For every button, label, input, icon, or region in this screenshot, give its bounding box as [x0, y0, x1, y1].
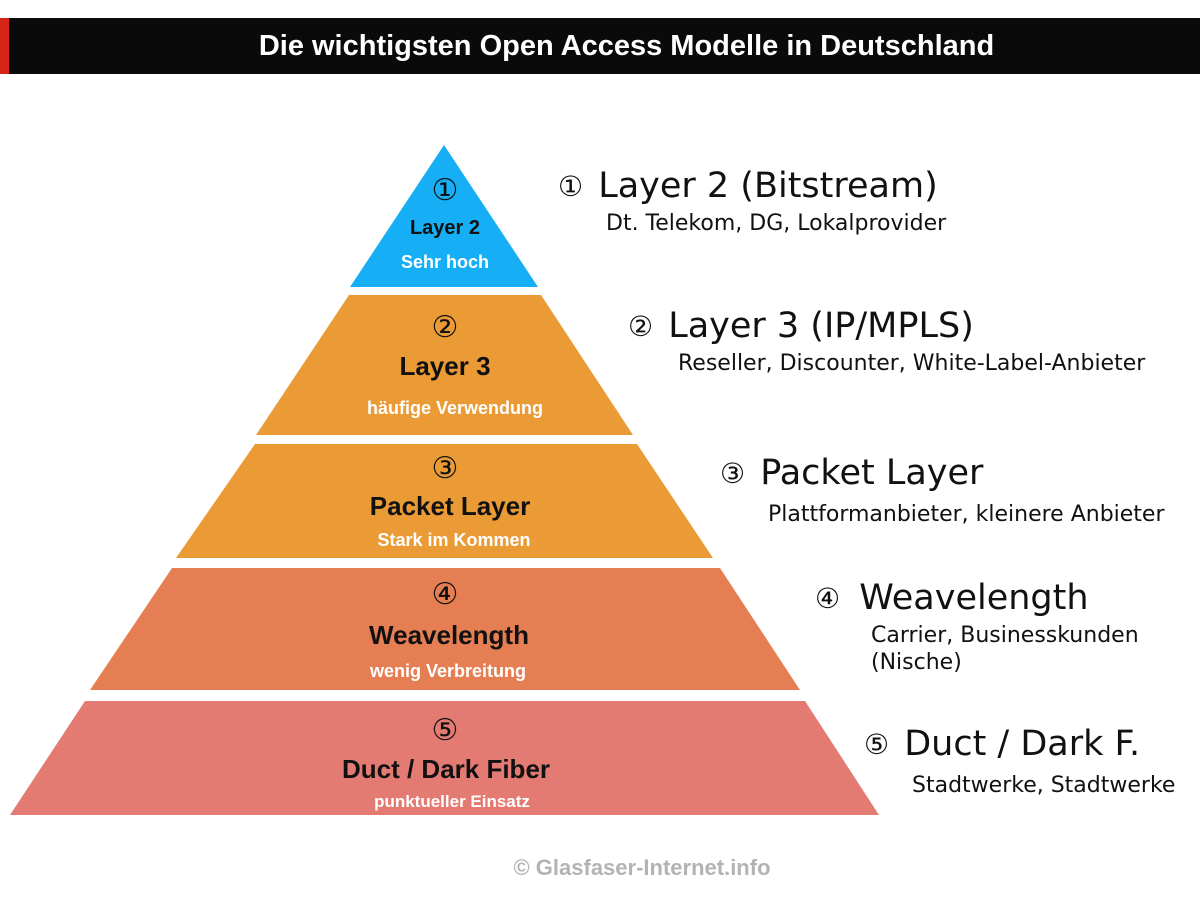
legend-3-description: Plattformanbieter, kleinere Anbieter [768, 502, 1165, 527]
title-bar: Die wichtigsten Open Access Modelle in D… [0, 18, 1200, 74]
legend-5-description: Stadtwerke, Stadtwerke [912, 773, 1176, 798]
legend-1-heading: Layer 2 (Bitstream) [598, 166, 938, 206]
level-2-title: Layer 3 [399, 351, 491, 381]
page-title: Die wichtigsten Open Access Modelle in D… [258, 30, 995, 62]
pyramid-level-4 [90, 568, 800, 690]
legend-item-2: ② Layer 3 (IP/MPLS) Reseller, Discounter… [628, 306, 1145, 377]
legend-2-description: Reseller, Discounter, White-Label-Anbiet… [678, 351, 1146, 376]
legend-2-heading: Layer 3 (IP/MPLS) [668, 306, 974, 346]
level-1-title: Layer 2 [409, 217, 481, 239]
legend-5-number: ⑤ [864, 727, 890, 761]
level-5-subtitle: punktueller Einsatz [374, 792, 530, 811]
copyright-footer: © Glasfaser-Internet.info [513, 855, 771, 880]
level-1-number: ① [431, 173, 459, 208]
level-2-number: ② [431, 310, 459, 345]
level-1-subtitle: Sehr hoch [400, 252, 490, 272]
legend-4-description-line-1: Carrier, Businesskunden [871, 623, 1139, 648]
title-accent-stripe [0, 18, 9, 74]
legend-3-heading: Packet Layer [760, 453, 984, 493]
pyramid-level-5 [10, 701, 879, 815]
legend-2-number: ② [628, 309, 654, 343]
legend-1-description: Dt. Telekom, DG, Lokalprovider [606, 211, 947, 236]
legend-4-number: ④ [815, 581, 841, 615]
level-5-title: Duct / Dark Fiber [341, 754, 551, 784]
legend-item-4: ④ Weavelength Carrier, Businesskunden (N… [815, 578, 1139, 676]
level-3-subtitle: Stark im Kommen [377, 530, 531, 550]
level-2-subtitle: häufige Verwendung [366, 398, 544, 418]
level-3-title: Packet Layer [369, 491, 531, 521]
pyramid-level-3 [176, 444, 713, 558]
legend-item-3: ③ Packet Layer Plattformanbieter, kleine… [720, 453, 1165, 528]
legend-4-description-line-2: (Nische) [871, 650, 962, 675]
legend-3-number: ③ [720, 456, 746, 490]
legend-1-number: ① [558, 169, 584, 203]
legend-item-5: ⑤ Duct / Dark F. Stadtwerke, Stadtwerke [864, 724, 1175, 799]
level-3-number: ③ [431, 451, 459, 486]
legend-item-1: ① Layer 2 (Bitstream) Dt. Telekom, DG, L… [558, 166, 946, 237]
pyramid-level-1 [350, 145, 538, 287]
level-4-number: ④ [431, 577, 459, 612]
legend-4-heading: Weavelength [859, 578, 1089, 618]
legend-5-heading: Duct / Dark F. [904, 724, 1141, 764]
level-4-subtitle: wenig Verbreitung [369, 661, 527, 681]
level-5-number: ⑤ [431, 713, 459, 748]
pyramid-level-2 [256, 295, 633, 435]
level-4-title: Weavelength [369, 620, 529, 650]
